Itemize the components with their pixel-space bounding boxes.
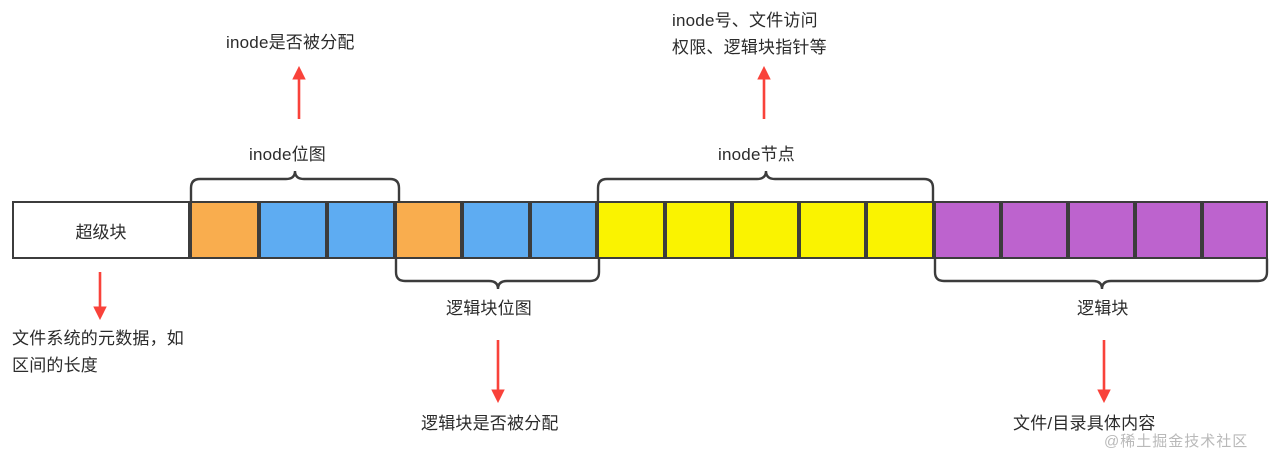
block-bitmap-label: 逻辑块位图 <box>446 299 532 318</box>
block-data-1[interactable] <box>934 201 1001 259</box>
block-inode-table-3[interactable] <box>732 201 799 259</box>
inode-table-label: inode节点 <box>718 145 795 164</box>
inode-table-note-line1: inode号、文件访问 <box>672 11 818 30</box>
block-inode-table-4[interactable] <box>799 201 866 259</box>
data-blocks-note: 文件/目录具体内容 <box>1013 414 1156 433</box>
inode-bitmap-label: inode位图 <box>249 145 326 164</box>
block-block-bitmap-3[interactable] <box>530 201 597 259</box>
block-superblock[interactable] <box>12 201 190 259</box>
block-inode-table-5[interactable] <box>866 201 934 259</box>
superblock-label: 超级块 <box>75 222 127 242</box>
block-inode-table-2[interactable] <box>665 201 732 259</box>
inode-table-note-line2: 权限、逻辑块指针等 <box>672 38 827 57</box>
block-data-3[interactable] <box>1068 201 1135 259</box>
block-block-bitmap-2[interactable] <box>462 201 530 259</box>
block-data-2[interactable] <box>1001 201 1068 259</box>
inode-bitmap-note: inode是否被分配 <box>226 33 355 52</box>
block-block-bitmap-1[interactable] <box>395 201 462 259</box>
block-inode-bitmap-3[interactable] <box>327 201 395 259</box>
block-inode-bitmap-2[interactable] <box>259 201 327 259</box>
data-blocks-label: 逻辑块 <box>1077 299 1129 318</box>
block-inode-bitmap-1[interactable] <box>190 201 259 259</box>
superblock-note-line1: 文件系统的元数据，如 <box>12 329 184 348</box>
block-bitmap-note: 逻辑块是否被分配 <box>421 414 559 433</box>
superblock-note-line2: 区间的长度 <box>12 356 98 375</box>
block-data-5[interactable] <box>1202 201 1268 259</box>
block-inode-table-1[interactable] <box>597 201 665 259</box>
block-data-4[interactable] <box>1135 201 1202 259</box>
watermark: @稀土掘金技术社区 <box>1104 433 1249 450</box>
